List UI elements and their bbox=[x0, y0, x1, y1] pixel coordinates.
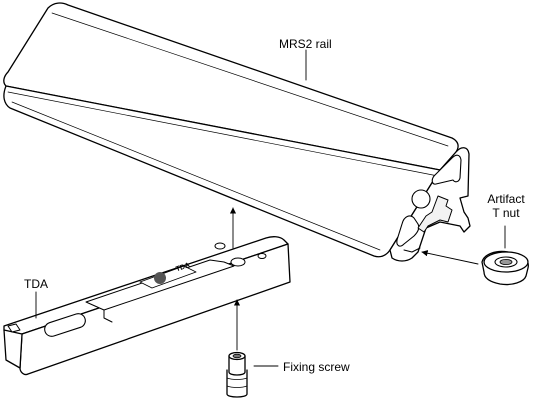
t-nut bbox=[481, 250, 529, 286]
tda-slot bbox=[44, 313, 86, 337]
arrow-tnut-to-rail bbox=[421, 250, 479, 265]
label-tnut-line2: T nut bbox=[492, 206, 520, 220]
rail-edge-top bbox=[51, 12, 449, 147]
tda-left-end bbox=[3, 329, 23, 369]
rail-top-face bbox=[3, 2, 459, 171]
tda-block bbox=[3, 236, 291, 376]
rail-center-bore bbox=[411, 189, 431, 209]
rail-edge-mid bbox=[7, 91, 439, 177]
screw-thread-1 bbox=[226, 377, 248, 380]
screw-shank bbox=[226, 369, 248, 398]
tda-marking-logo bbox=[154, 272, 166, 284]
screw-head bbox=[228, 355, 246, 376]
rail-front-face bbox=[3, 85, 441, 258]
callouts bbox=[35, 49, 506, 367]
tda-hole-right bbox=[230, 257, 246, 267]
tnut-bore-inner bbox=[499, 258, 513, 265]
label-fixing-screw: Fixing screw bbox=[283, 360, 350, 374]
fixing-screw bbox=[226, 351, 248, 398]
tda-marking-plate bbox=[139, 265, 197, 289]
rail-slot-lip bbox=[403, 247, 421, 253]
label-tnut-line1: Artifact bbox=[487, 192, 525, 206]
rail-pocket-upper bbox=[431, 154, 462, 185]
screw-socket bbox=[232, 353, 242, 359]
rail-edge-bottom bbox=[11, 101, 381, 251]
label-tnut: Artifact T nut bbox=[484, 192, 528, 220]
tda-hole-far bbox=[257, 253, 267, 259]
tda-hole-left bbox=[214, 242, 226, 250]
rail-pocket-lower bbox=[396, 215, 420, 247]
mrs2-rail bbox=[3, 2, 471, 262]
label-tda: TDA bbox=[24, 277, 48, 291]
rail-t-slot bbox=[417, 195, 453, 233]
screw-thread-2 bbox=[226, 385, 248, 388]
label-mrs2-rail: MRS2 rail bbox=[279, 37, 332, 51]
tda-left-tab bbox=[7, 323, 21, 333]
tda-step-line bbox=[103, 309, 113, 323]
